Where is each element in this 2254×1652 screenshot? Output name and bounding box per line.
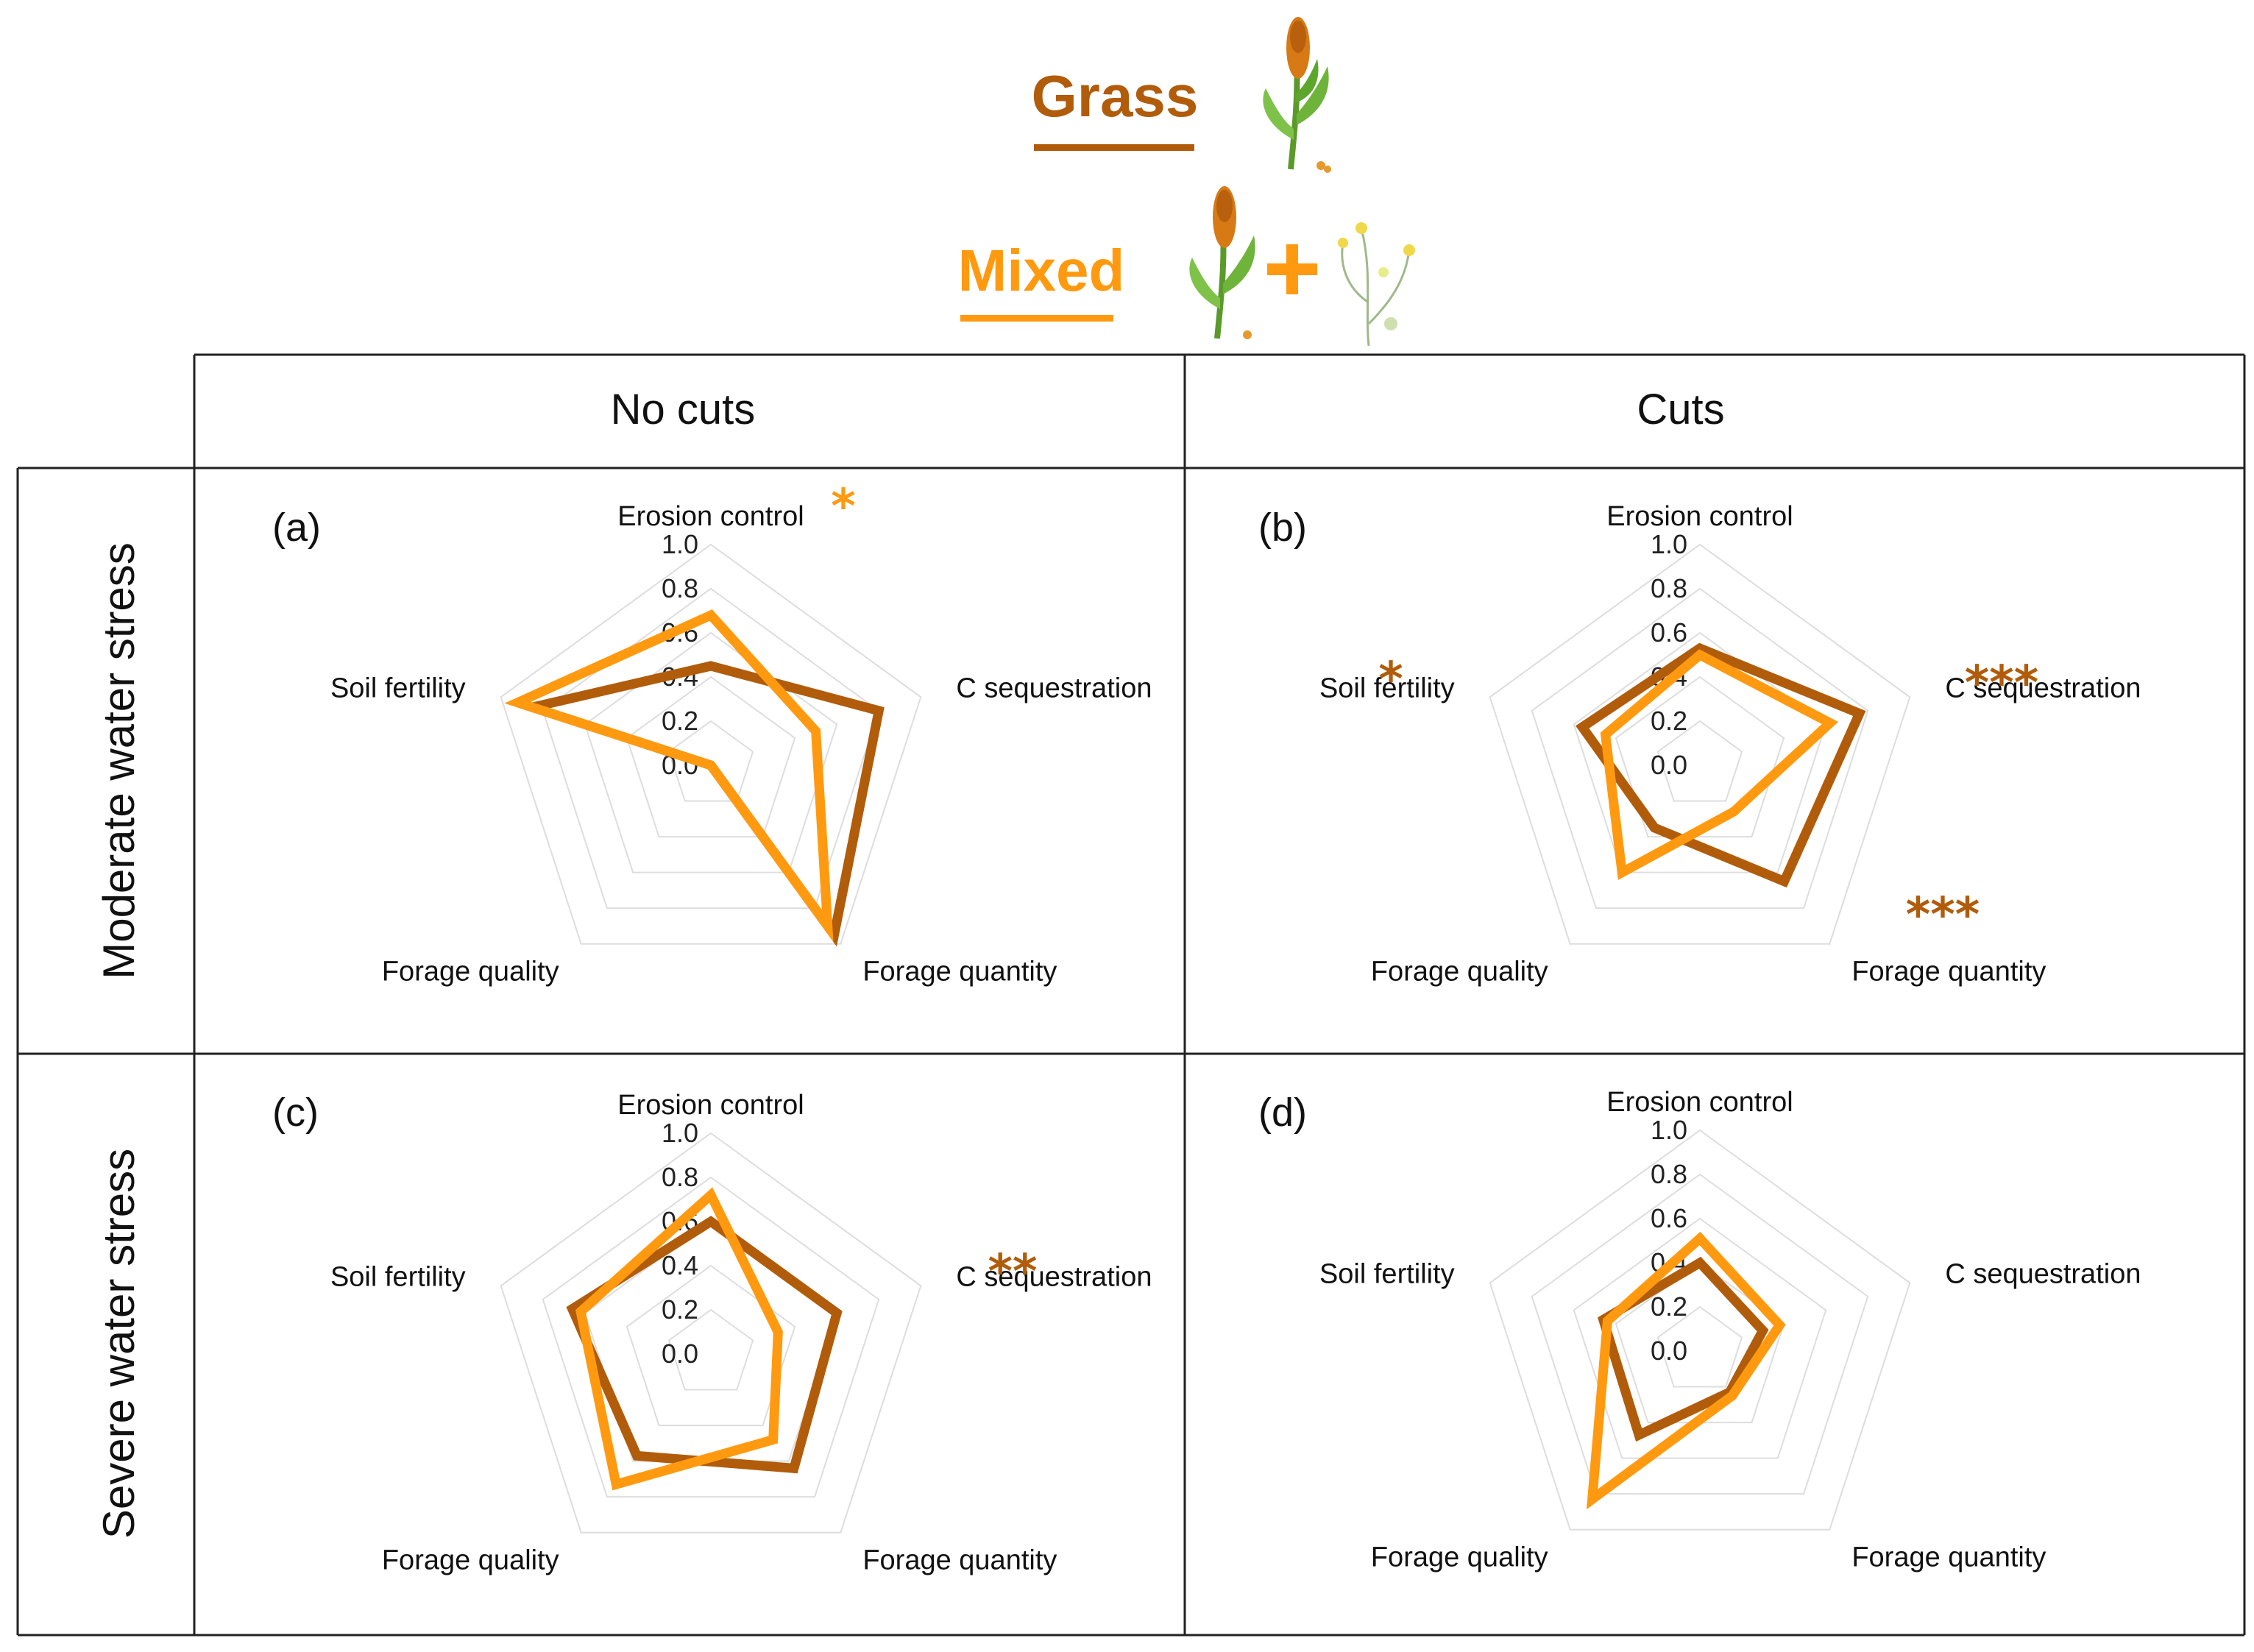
grid-ring xyxy=(1489,1129,1911,1531)
grid-ring xyxy=(584,631,838,873)
axis-label: Forage quality xyxy=(1371,1542,1548,1573)
legend-label-mixed: Mixed xyxy=(958,238,1125,303)
legend: Grass Mixed xyxy=(958,17,1415,347)
significance-stars: *** xyxy=(1965,656,2038,711)
series-mixed-polygon xyxy=(504,609,834,943)
tick-label: 0.8 xyxy=(1651,1159,1687,1189)
tick-label: 0.2 xyxy=(662,706,698,736)
axis-label: Forage quality xyxy=(382,957,559,988)
panel-label: (b) xyxy=(1258,506,1307,550)
grid-ring xyxy=(1656,1305,1743,1388)
tick-label: 0.2 xyxy=(1651,1291,1687,1322)
series-mixed-polygon xyxy=(1600,649,1839,880)
legend-item-grass: Grass xyxy=(1032,17,1331,173)
axis-label: Forage quality xyxy=(382,1545,559,1576)
axis-label: Soil fertility xyxy=(330,673,466,703)
significance-stars: * xyxy=(831,480,855,534)
grid-ring xyxy=(542,587,880,910)
tick-label: 0.0 xyxy=(1651,750,1687,780)
axis-label: Erosion control xyxy=(617,501,804,532)
axis-label: Forage quantity xyxy=(1851,957,2046,988)
axis-label: Soil fertility xyxy=(330,1261,466,1292)
tick-label: 1.0 xyxy=(1651,1115,1687,1145)
grid-ring xyxy=(1531,1173,1869,1495)
sorghum-plant-icon xyxy=(1263,17,1331,173)
axis-label: Forage quantity xyxy=(862,1545,1057,1576)
grid-ring xyxy=(1489,543,1911,945)
panel-label: (a) xyxy=(272,506,321,550)
axis-label: Forage quantity xyxy=(862,957,1057,988)
axis-label: Erosion control xyxy=(1606,501,1793,532)
tick-label: 1.0 xyxy=(662,1118,698,1148)
sorghum-plus-legume-icon xyxy=(1189,186,1415,347)
grid-ring xyxy=(1656,720,1743,802)
series-mixed-polygon xyxy=(1586,1231,1786,1510)
series-mixed-polygon xyxy=(575,1187,783,1491)
axis-label: Soil fertility xyxy=(1319,1258,1455,1289)
tick-label: 0.8 xyxy=(662,573,698,603)
row-header-severe: Severe water stress xyxy=(94,1149,143,1539)
grid-ring xyxy=(500,543,922,945)
column-header-cuts: Cuts xyxy=(1637,386,1724,433)
tick-label: 1.0 xyxy=(1651,529,1687,559)
grid-ring xyxy=(542,1176,880,1498)
row-header-moderate: Moderate water stress xyxy=(94,542,143,979)
tick-label: 0.0 xyxy=(1651,1336,1687,1366)
axis-label: C sequestration xyxy=(1945,673,2141,703)
column-header-no-cuts: No cuts xyxy=(611,386,756,433)
tick-label: 0.6 xyxy=(1651,1203,1687,1233)
significance-stars: *** xyxy=(1906,888,1980,943)
series-grass-polygon xyxy=(566,1216,843,1474)
tick-label: 0.0 xyxy=(662,1339,698,1369)
grid-ring xyxy=(667,1308,754,1391)
axis-label: Forage quality xyxy=(1371,957,1548,988)
legend-line-grass xyxy=(1034,144,1194,151)
tick-label: 0.8 xyxy=(662,1162,698,1192)
axis-label: C sequestration xyxy=(956,673,1152,703)
panel-label: (d) xyxy=(1258,1091,1307,1135)
legend-label-grass: Grass xyxy=(1032,63,1199,129)
tick-label: 0.6 xyxy=(1651,617,1687,648)
axis-label: Erosion control xyxy=(617,1090,804,1121)
legend-item-mixed: Mixed xyxy=(958,186,1415,347)
grid-ring xyxy=(667,720,754,802)
significance-stars: ** xyxy=(988,1245,1038,1300)
axis-label: Soil fertility xyxy=(1319,673,1455,703)
tick-label: 0.2 xyxy=(1651,706,1687,736)
axis-label: Erosion control xyxy=(1606,1087,1793,1118)
legend-line-mixed xyxy=(960,315,1113,322)
tick-label: 1.0 xyxy=(662,529,698,559)
grid-ring xyxy=(625,676,796,838)
grid-ring xyxy=(1573,1217,1827,1459)
grid-ring xyxy=(500,1132,922,1534)
significance-stars: * xyxy=(1378,653,1403,707)
axis-label: C sequestration xyxy=(1945,1258,2141,1289)
series-grass-polygon xyxy=(1576,642,1866,888)
grid-ring xyxy=(625,1264,796,1427)
panel-grid xyxy=(16,353,2246,1637)
axis-label: Forage quantity xyxy=(1851,1542,2046,1573)
panel-label: (c) xyxy=(272,1091,319,1135)
tick-label: 0.4 xyxy=(662,1250,698,1280)
grid-ring xyxy=(1531,587,1869,910)
grid-ring xyxy=(1615,676,1785,838)
axis-label: C sequestration xyxy=(956,1261,1152,1292)
tick-label: 0.8 xyxy=(1651,573,1687,603)
tick-label: 0.2 xyxy=(662,1294,698,1325)
